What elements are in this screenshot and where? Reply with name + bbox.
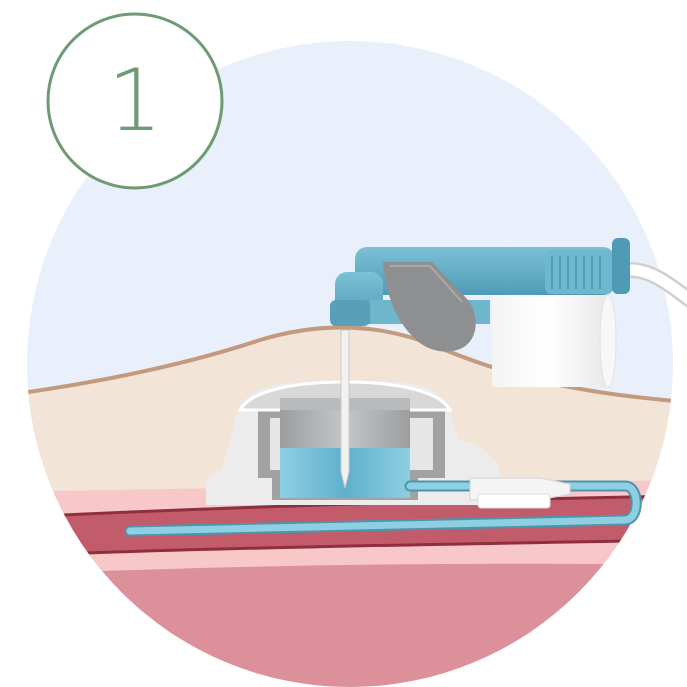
device-clamp — [545, 250, 613, 294]
securement-tape-edge — [600, 295, 616, 387]
needle — [341, 330, 349, 488]
securement-tape — [492, 295, 608, 387]
muscle-layer — [0, 555, 687, 687]
device-foot — [330, 300, 370, 326]
device-cap — [612, 238, 630, 294]
catheter-lock — [478, 494, 550, 508]
step-number: 1 — [47, 13, 223, 189]
step-badge: 1 — [47, 13, 223, 189]
